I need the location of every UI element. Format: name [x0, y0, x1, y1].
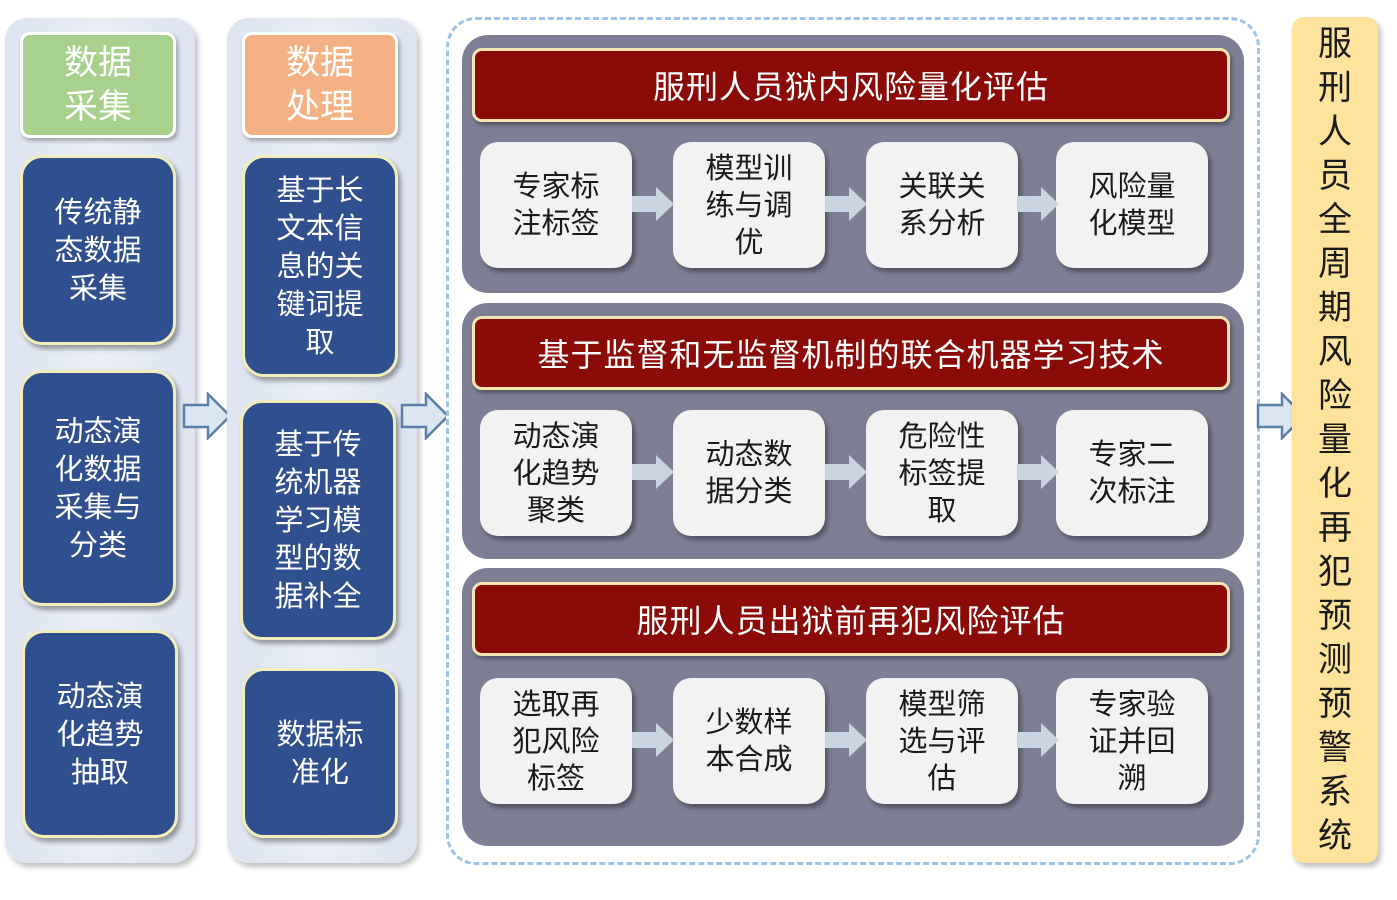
data-collection-header: 数据采集: [20, 32, 176, 138]
step-arrow-icon: [825, 455, 867, 489]
section-title: 服刑人员出狱前再犯风险评估: [472, 582, 1230, 656]
flow-arrow-icon: [400, 392, 450, 440]
output-system-box: 服刑人员全周期风险量化再犯预测预警系统: [1292, 17, 1378, 863]
section-title: 基于监督和无监督机制的联合机器学习技术: [472, 316, 1230, 390]
step-box: 专家标注标签: [480, 142, 632, 268]
step-box: 模型训练与调优: [673, 142, 825, 268]
flow-arrow-icon: [182, 392, 232, 440]
processing-item-completion: 基于传统机器学习模型的数据补全: [240, 400, 396, 640]
step-arrow-icon: [825, 723, 867, 757]
step-arrow-icon: [1017, 723, 1059, 757]
step-box: 危险性标签提取: [866, 410, 1018, 536]
step-box: 关联关系分析: [866, 142, 1018, 268]
step-box: 动态演化趋势聚类: [480, 410, 632, 536]
section-title: 服刑人员狱内风险量化评估: [472, 48, 1230, 122]
processing-item-keyword: 基于长文本信息的关键词提取: [242, 155, 398, 377]
output-system-label: 服刑人员全周期风险量化再犯预测预警系统: [1318, 24, 1352, 856]
step-box: 动态数据分类: [673, 410, 825, 536]
collection-item-trend: 动态演化趋势抽取: [22, 630, 178, 838]
collection-item-dynamic: 动态演化数据采集与分类: [20, 370, 176, 606]
step-arrow-icon: [632, 723, 674, 757]
data-processing-header: 数据处理: [242, 32, 398, 138]
step-box: 模型筛选与评估: [866, 678, 1018, 804]
step-box: 专家验证并回溯: [1056, 678, 1208, 804]
step-arrow-icon: [632, 187, 674, 221]
step-box: 少数样本合成: [673, 678, 825, 804]
step-box: 风险量化模型: [1056, 142, 1208, 268]
step-box: 选取再犯风险标签: [480, 678, 632, 804]
step-arrow-icon: [825, 187, 867, 221]
step-arrow-icon: [632, 455, 674, 489]
collection-item-static: 传统静态数据采集: [20, 155, 176, 345]
step-box: 专家二次标注: [1056, 410, 1208, 536]
step-arrow-icon: [1017, 187, 1059, 221]
processing-item-standardize: 数据标准化: [242, 668, 398, 838]
step-arrow-icon: [1017, 455, 1059, 489]
